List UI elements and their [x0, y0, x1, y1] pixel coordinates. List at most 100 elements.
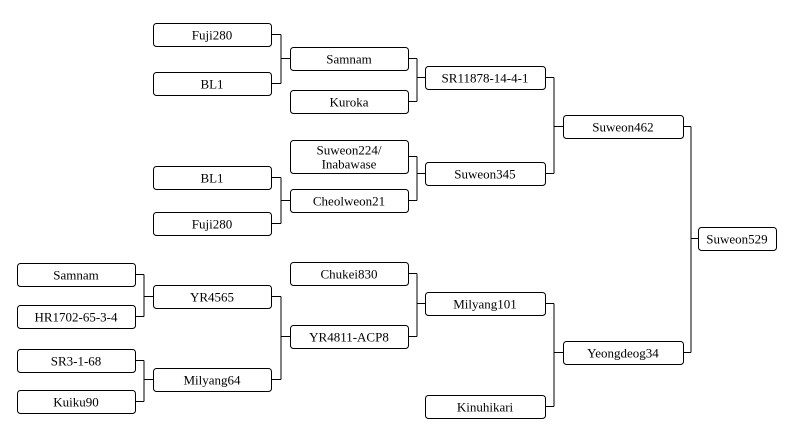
variety-label: Kuiku90	[53, 394, 99, 409]
variety-box	[153, 72, 272, 96]
variety-label: HR1702-65-3-4	[34, 309, 118, 324]
variety-node-hr1702: HR1702-65-3-4	[17, 305, 136, 329]
variety-box	[153, 368, 272, 392]
variety-box	[425, 292, 546, 316]
variety-label-line: Cheolweon21	[313, 193, 385, 208]
cross-connector-yr4811	[271, 296, 290, 380]
variety-node-suweon529: Suweon529	[698, 227, 777, 251]
variety-label-line: HR1702-65-3-4	[34, 309, 118, 324]
cross-connector-samnam-a	[271, 34, 290, 84]
variety-node-suweon462: Suweon462	[563, 115, 684, 139]
variety-box	[290, 140, 409, 174]
variety-label: Kuroka	[330, 94, 369, 109]
variety-node-bl1-a: BL1	[153, 72, 272, 96]
cross-connector-milyang64	[135, 360, 153, 402]
variety-box	[290, 47, 409, 71]
variety-label: Yeongdeog34	[587, 345, 659, 360]
variety-node-samnam-b: Samnam	[17, 263, 136, 287]
variety-label: Suweon345	[454, 166, 515, 181]
variety-node-milyang101: Milyang101	[425, 292, 546, 316]
variety-label: Fuji280	[192, 216, 232, 231]
cross-connector-yr4565	[135, 274, 153, 317]
variety-node-kinuhikari: Kinuhikari	[425, 395, 546, 419]
variety-node-suweon345: Suweon345	[425, 162, 546, 186]
variety-label-line: YR4565	[190, 289, 234, 304]
variety-label: Suweon529	[706, 231, 767, 246]
variety-label: SR11878-14-4-1	[442, 70, 529, 85]
variety-label: Samnam	[53, 267, 99, 282]
variety-label-line: Milyang64	[183, 372, 241, 387]
variety-label-line: Suweon345	[454, 166, 515, 181]
variety-label-line: Suweon224/	[317, 142, 382, 157]
variety-box	[153, 23, 272, 47]
cross-connector-suweon462	[545, 77, 563, 174]
variety-box	[563, 341, 684, 365]
pedigree-links	[135, 34, 698, 407]
variety-node-cheolweon21: Cheolweon21	[290, 189, 409, 213]
variety-label-line: Samnam	[326, 51, 372, 66]
variety-node-milyang64: Milyang64	[153, 368, 272, 392]
variety-label-line: Kuroka	[330, 94, 369, 109]
variety-node-suweon224: Suweon224/Inabawase	[290, 140, 409, 174]
cross-connector-yeongdeog34	[545, 303, 563, 407]
variety-box	[17, 263, 136, 287]
variety-node-kuiku90: Kuiku90	[17, 390, 136, 414]
variety-label: BL1	[200, 76, 223, 91]
variety-label-line: Chukei830	[320, 266, 377, 281]
variety-node-bl1-b: BL1	[153, 166, 272, 190]
variety-box	[17, 349, 136, 373]
variety-node-yeongdeog34: Yeongdeog34	[563, 341, 684, 365]
variety-box	[290, 262, 409, 286]
variety-label: Kinuhikari	[457, 399, 514, 414]
variety-box	[153, 212, 272, 236]
variety-label-line: SR3-1-68	[51, 353, 102, 368]
variety-box	[290, 90, 409, 114]
variety-box	[425, 66, 546, 90]
variety-label-line: YR4811-ACP8	[309, 329, 389, 344]
cross-connector-suweon529	[683, 126, 698, 353]
variety-label: YR4565	[190, 289, 234, 304]
variety-label-line: BL1	[200, 76, 223, 91]
variety-box	[290, 189, 409, 213]
variety-label-line: Yeongdeog34	[587, 345, 659, 360]
variety-node-yr4811: YR4811-ACP8	[290, 325, 409, 349]
variety-label-line: Fuji280	[192, 27, 232, 42]
variety-label: Fuji280	[192, 27, 232, 42]
variety-box	[425, 162, 546, 186]
variety-label-line: Kuiku90	[53, 394, 99, 409]
variety-label-line: Inabawase	[322, 156, 377, 171]
variety-node-samnam-a: Samnam	[290, 47, 409, 71]
variety-node-sr11878: SR11878-14-4-1	[425, 66, 546, 90]
cross-connector-sr11878	[408, 58, 425, 102]
variety-node-yr4565: YR4565	[153, 285, 272, 309]
pedigree-nodes: Fuji280BL1SamnamKurokaSR11878-14-4-1Suwe…	[17, 23, 777, 419]
variety-box	[17, 390, 136, 414]
variety-label-line: Fuji280	[192, 216, 232, 231]
variety-label-line: SR11878-14-4-1	[442, 70, 529, 85]
variety-node-sr3: SR3-1-68	[17, 349, 136, 373]
variety-label: YR4811-ACP8	[309, 329, 389, 344]
variety-node-fuji280-a: Fuji280	[153, 23, 272, 47]
cross-connector-suweon345	[408, 156, 425, 201]
variety-node-kuroka: Kuroka	[290, 90, 409, 114]
variety-label: Milyang64	[183, 372, 241, 387]
variety-box	[153, 166, 272, 190]
variety-label: SR3-1-68	[51, 353, 102, 368]
cross-connector-milyang101	[408, 273, 425, 337]
variety-box	[425, 395, 546, 419]
variety-label: Chukei830	[320, 266, 377, 281]
variety-label: Cheolweon21	[313, 193, 385, 208]
variety-box	[17, 305, 136, 329]
variety-box	[563, 115, 684, 139]
variety-label: BL1	[200, 170, 223, 185]
variety-label-line: BL1	[200, 170, 223, 185]
variety-label: Milyang101	[453, 296, 517, 311]
variety-box	[153, 285, 272, 309]
variety-label-line: Samnam	[53, 267, 99, 282]
variety-node-chukei830: Chukei830	[290, 262, 409, 286]
variety-label-line: Suweon529	[706, 231, 767, 246]
variety-box	[290, 325, 409, 349]
variety-label: Suweon224/Inabawase	[317, 142, 382, 171]
variety-label-line: Suweon462	[592, 119, 653, 134]
